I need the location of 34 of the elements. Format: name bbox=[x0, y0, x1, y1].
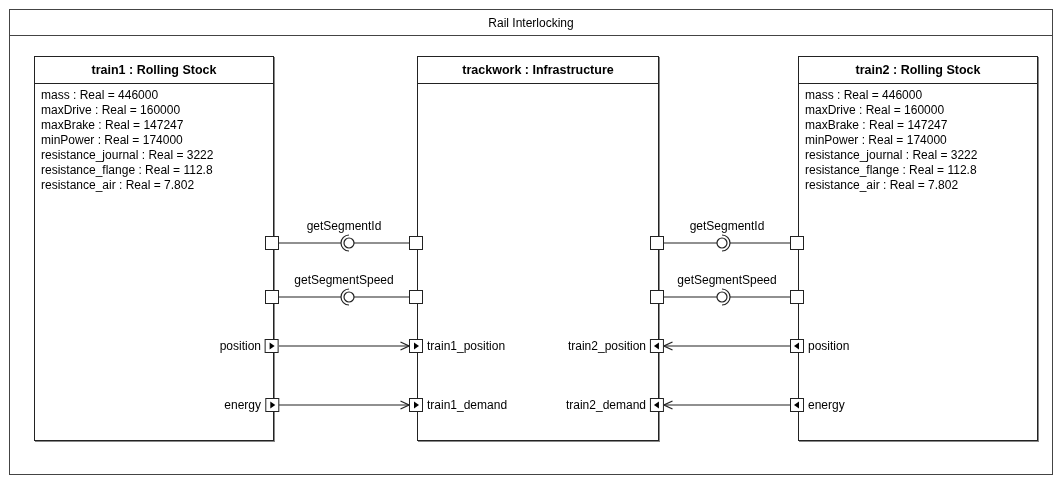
edge-label: getSegmentId bbox=[304, 219, 384, 233]
edge-label: getSegmentSpeed bbox=[675, 273, 779, 287]
port-label: train2_position bbox=[567, 339, 646, 353]
port-label: train1_demand bbox=[427, 398, 508, 412]
edge-label: getSegmentId bbox=[687, 219, 767, 233]
attribute-text: maxDrive : Real = 160000 bbox=[41, 103, 182, 118]
port-label: train2_demand bbox=[565, 398, 646, 412]
block-box bbox=[417, 56, 659, 441]
attribute-text: mass : Real = 446000 bbox=[805, 88, 924, 103]
attribute-text: resistance_air : Real = 7.802 bbox=[41, 178, 196, 193]
attribute-text: maxBrake : Real = 147247 bbox=[41, 118, 185, 133]
attribute-text: resistance_flange : Real = 112.8 bbox=[805, 163, 978, 178]
block-title: train1 : Rolling Stock bbox=[91, 63, 217, 77]
edge-label: getSegmentSpeed bbox=[292, 273, 396, 287]
attribute-text: mass : Real = 446000 bbox=[41, 88, 160, 103]
port-label: train1_position bbox=[427, 339, 506, 353]
attribute-text: resistance_journal : Real = 3222 bbox=[41, 148, 214, 163]
port-label: position bbox=[219, 339, 261, 353]
diagram-frame bbox=[9, 9, 1053, 475]
block-title: train2 : Rolling Stock bbox=[855, 63, 981, 77]
frame-title: Rail Interlocking bbox=[488, 15, 574, 30]
attribute-text: resistance_flange : Real = 112.8 bbox=[41, 163, 214, 178]
attribute-text: resistance_journal : Real = 3222 bbox=[805, 148, 978, 163]
block-box bbox=[798, 56, 1038, 441]
attribute-text: maxBrake : Real = 147247 bbox=[805, 118, 949, 133]
attribute-text: minPower : Real = 174000 bbox=[805, 133, 948, 148]
port-label: position bbox=[808, 339, 850, 353]
attribute-text: maxDrive : Real = 160000 bbox=[805, 103, 946, 118]
port-label: energy bbox=[224, 398, 261, 412]
block-box bbox=[34, 56, 274, 441]
block-title: trackwork : Infrastructure bbox=[462, 63, 614, 77]
attribute-text: resistance_air : Real = 7.802 bbox=[805, 178, 960, 193]
port-label: energy bbox=[808, 398, 845, 412]
attribute-text: minPower : Real = 174000 bbox=[41, 133, 184, 148]
